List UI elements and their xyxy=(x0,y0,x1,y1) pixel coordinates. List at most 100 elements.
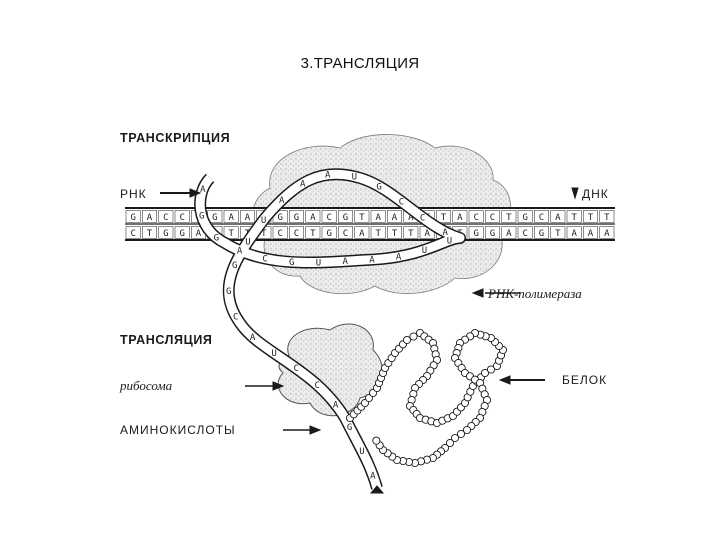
base-letter: A xyxy=(375,213,381,223)
base-letter: G xyxy=(343,213,348,223)
base-cell xyxy=(599,210,615,223)
rna-base-letter: U xyxy=(271,349,276,359)
base-cell xyxy=(289,226,304,239)
base-cell xyxy=(370,210,386,223)
base-letter: C xyxy=(539,213,544,223)
base-letter: T xyxy=(571,213,577,223)
rna-base-letter: U xyxy=(245,238,250,248)
base-cell xyxy=(517,226,533,239)
base-letter: C xyxy=(277,229,282,239)
rna-base-letter: G xyxy=(232,261,237,271)
base-letter: T xyxy=(604,213,610,223)
rna-base-letter: C xyxy=(293,364,298,374)
base-letter: T xyxy=(588,213,594,223)
base-letter: C xyxy=(326,213,331,223)
base-cell xyxy=(272,226,288,239)
rna-base-letter: U xyxy=(447,236,452,246)
amino-acid-bead xyxy=(372,436,381,445)
amino-acid-bead xyxy=(480,368,490,378)
base-letter: T xyxy=(441,213,447,223)
base-letter: G xyxy=(326,229,331,239)
amino-acid-bead xyxy=(462,425,472,435)
base-letter: G xyxy=(130,213,135,223)
rna-base-letter: U xyxy=(316,258,321,268)
base-letter: A xyxy=(228,213,234,223)
rna-base-letter: A xyxy=(369,256,375,266)
base-cell xyxy=(338,226,353,239)
base-cell xyxy=(354,226,370,239)
rna-base-letter: C xyxy=(420,214,425,224)
amino-acid-bead xyxy=(450,433,460,443)
base-letter: A xyxy=(424,229,430,239)
rna-base-letter: A xyxy=(325,171,331,181)
rna-base-letter: A xyxy=(370,471,376,481)
base-letter: A xyxy=(604,229,610,239)
base-letter: T xyxy=(392,229,398,239)
base-cell xyxy=(583,210,598,223)
label-rna-polymerase: РНК-полимераза xyxy=(487,286,582,301)
base-letter: T xyxy=(408,229,414,239)
label-translation: ТРАНСЛЯЦИЯ xyxy=(120,333,213,347)
base-letter: G xyxy=(277,213,282,223)
base-letter: G xyxy=(212,213,217,223)
rna-base-letter: U xyxy=(422,246,427,256)
label-amino-acids: АМИНОКИСЛОТЫ xyxy=(120,423,236,437)
base-letter: A xyxy=(571,229,577,239)
base-letter: T xyxy=(147,229,153,239)
base-cell xyxy=(468,226,484,239)
base-cell xyxy=(583,226,598,239)
base-letter: T xyxy=(555,229,561,239)
base-cell xyxy=(599,226,615,239)
base-cell xyxy=(174,226,190,239)
base-cell xyxy=(534,210,549,223)
base-cell xyxy=(125,226,141,239)
base-letter: G xyxy=(539,229,544,239)
rna-base-letter: C xyxy=(399,197,404,207)
base-letter: A xyxy=(506,229,512,239)
base-letter: T xyxy=(506,213,512,223)
base-letter: A xyxy=(310,213,316,223)
base-cell xyxy=(436,210,451,223)
base-letter: C xyxy=(473,213,478,223)
base-cell xyxy=(174,210,190,223)
rna-base-letter: A xyxy=(250,333,256,343)
rna-base-letter: C xyxy=(262,255,267,265)
base-cell xyxy=(289,210,304,223)
rna-base-letter: G xyxy=(199,212,204,222)
base-letter: C xyxy=(294,229,299,239)
base-cell xyxy=(158,226,174,239)
base-cell xyxy=(485,226,500,239)
base-letter: A xyxy=(588,229,594,239)
slide-title: 3.ТРАНСЛЯЦИЯ xyxy=(300,55,420,72)
amino-acid-bead xyxy=(456,429,466,439)
base-cell xyxy=(338,210,353,223)
base-letter: C xyxy=(522,229,527,239)
rna-base-letter: G xyxy=(347,423,352,433)
amino-acid-bead xyxy=(409,332,418,341)
base-letter: G xyxy=(473,229,478,239)
base-cell xyxy=(501,226,517,239)
base-letter: C xyxy=(130,229,135,239)
base-letter: A xyxy=(245,213,251,223)
rna-base-letter: U xyxy=(261,216,266,226)
label-transcription: ТРАНСКРИПЦИЯ xyxy=(120,131,230,145)
base-letter: T xyxy=(310,229,316,239)
base-cell xyxy=(223,210,239,223)
base-letter: A xyxy=(147,213,153,223)
rna-base-letter: C xyxy=(314,381,319,391)
base-cell xyxy=(354,210,370,223)
ribosome-shape xyxy=(277,323,383,417)
rna-base-letter: A xyxy=(279,196,285,206)
base-cell xyxy=(501,210,517,223)
base-cell xyxy=(240,210,255,223)
base-cell xyxy=(517,210,533,223)
base-cell xyxy=(321,210,337,223)
rna-base-letter: A xyxy=(237,247,243,257)
rna-base-letter: G xyxy=(289,258,294,268)
base-cell xyxy=(142,226,157,239)
base-cell xyxy=(305,226,321,239)
base-cell xyxy=(387,210,402,223)
base-letter: C xyxy=(343,229,348,239)
